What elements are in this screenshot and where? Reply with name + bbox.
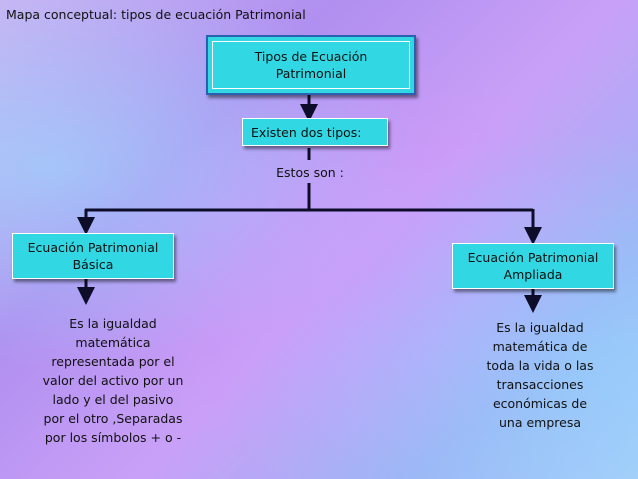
description-line: representada por el [51,354,175,369]
node-ecuacion-ampliada: Ecuación Patrimonial Ampliada [452,243,614,289]
description-line: lado y el del pasivo [52,392,174,407]
node-ampliada-line2: Ampliada [503,267,563,282]
description-ampliada: Es la igualdad matemática de toda la vid… [470,318,610,432]
node-basica-line1: Ecuación Patrimonial [27,240,159,255]
page-title: Mapa conceptual: tipos de ecuación Patri… [6,7,306,22]
description-line: Es la igualdad [69,316,157,331]
description-line: económicas de [492,396,588,411]
description-line: toda la vida o las [486,358,594,373]
description-line: Es la igualdad [496,320,584,335]
node-existen-text: Existen dos tipos: [251,124,362,140]
description-line: por los símbolos + o - [44,430,182,445]
description-line: matemática de [492,339,588,354]
node-tipos-ecuacion: Tipos de Ecuación Patrimonial [206,35,416,95]
connector-label-estos-son: Estos son : [276,165,344,180]
description-line: valor del activo por un [42,373,184,388]
node-tipos-line2: Patrimonial [275,66,347,81]
node-tipos-line1: Tipos de Ecuación [254,49,368,64]
description-line: una empresa [498,415,581,430]
description-basica: Es la igualdad matemática representada p… [33,314,193,447]
node-existen-dos-tipos: Existen dos tipos: [242,118,388,146]
node-basica-line2: Básica [72,257,114,272]
node-ecuacion-basica: Ecuación Patrimonial Básica [12,233,174,279]
description-line: matemática [75,335,151,350]
node-ampliada-line1: Ecuación Patrimonial [467,250,599,265]
description-line: por el otro ,Separadas [43,411,183,426]
description-line: transacciones [496,377,584,392]
node-tipos-ecuacion-inner: Tipos de Ecuación Patrimonial [212,41,410,89]
